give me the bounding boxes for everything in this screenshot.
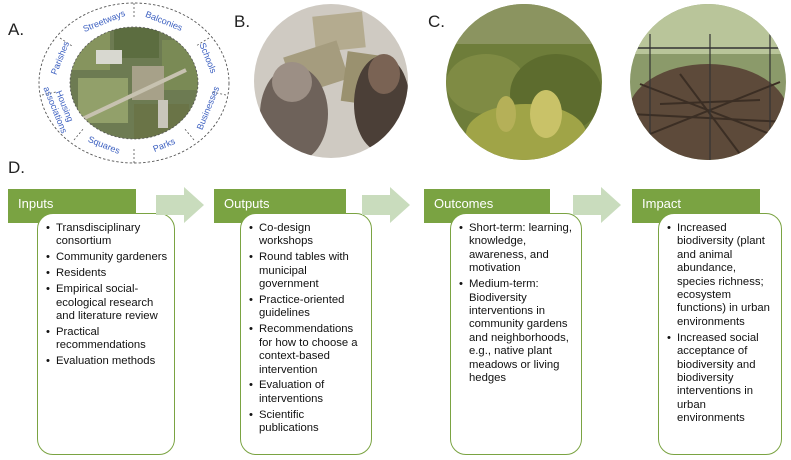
outputs-list: Co-design workshopsRound tables with mun… xyxy=(249,222,365,436)
outcomes-list: Short-term: learning, knowledge, awarene… xyxy=(459,222,575,385)
community-ring-diagram xyxy=(38,2,230,164)
arrow-outcomes-impact xyxy=(573,187,621,223)
panel-label-b: B. xyxy=(234,12,251,31)
meadow-photo xyxy=(446,4,602,160)
outcomes-item: Medium-term: Biodiversity interventions … xyxy=(459,278,575,385)
workshop-photo xyxy=(254,4,408,158)
arrow-outputs-outcomes xyxy=(362,187,410,223)
outputs-item: Co-design workshops xyxy=(249,222,365,249)
outputs-item: Practice-oriented guidelines xyxy=(249,294,365,321)
panel-label-a: A. xyxy=(8,20,25,39)
inputs-item: Residents xyxy=(46,267,168,281)
outcomes-item: Short-term: learning, knowledge, awarene… xyxy=(459,222,575,276)
outputs-item: Scientific publications xyxy=(249,409,365,436)
inputs-item: Practical recommendations xyxy=(46,326,168,353)
impact-list: Increased biodiversity (plant and animal… xyxy=(667,222,775,426)
inputs-item: Community gardeners xyxy=(46,251,168,265)
panel-label-c: C. xyxy=(428,12,445,31)
inputs-list: Transdisciplinary consortiumCommunity ga… xyxy=(46,222,168,369)
living-hedge-photo xyxy=(630,4,786,160)
inputs-item: Transdisciplinary consortium xyxy=(46,222,168,249)
inputs-item: Evaluation methods xyxy=(46,355,168,369)
outputs-item: Recommendations for how to choose a cont… xyxy=(249,323,365,377)
inputs-item: Empirical social-ecological research and… xyxy=(46,283,168,323)
outcomes-box: Short-term: learning, knowledge, awarene… xyxy=(450,213,582,455)
outputs-item: Round tables with municipal government xyxy=(249,251,365,291)
arrow-inputs-outputs xyxy=(156,187,204,223)
outputs-item: Evaluation of interventions xyxy=(249,379,365,406)
outputs-box: Co-design workshopsRound tables with mun… xyxy=(240,213,372,455)
impact-item: Increased social acceptance of biodivers… xyxy=(667,332,775,426)
panel-label-d: D. xyxy=(8,158,25,177)
inputs-box: Transdisciplinary consortiumCommunity ga… xyxy=(37,213,175,455)
impact-item: Increased biodiversity (plant and animal… xyxy=(667,222,775,329)
impact-box: Increased biodiversity (plant and animal… xyxy=(658,213,782,455)
